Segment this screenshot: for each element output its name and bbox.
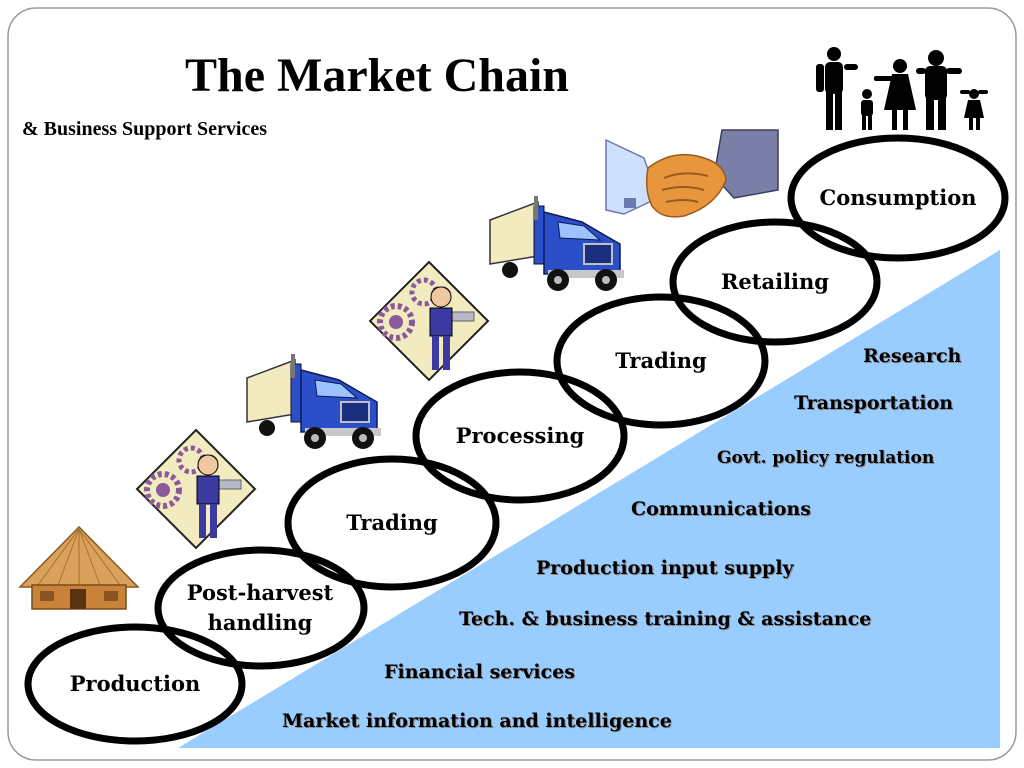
stage-production: Production — [69, 671, 201, 696]
ring-retailing — [669, 218, 881, 346]
service-communications: Communications — [631, 498, 811, 520]
worker-gears-icon — [368, 260, 490, 382]
service-transportation: Transportation — [794, 392, 954, 414]
stage-post-harvest-line1: Post-harvest — [186, 580, 334, 605]
ring-trading-1 — [284, 455, 500, 591]
stage-post-harvest-line2: handling — [207, 610, 313, 635]
stage-trading-1: Trading — [346, 510, 438, 535]
ring-post-harvest — [154, 546, 368, 670]
ring-production — [24, 623, 246, 745]
ring-consumption — [787, 134, 1009, 262]
stage-retailing: Retailing — [720, 269, 829, 294]
service-research: Research — [863, 345, 962, 367]
ring-processing — [412, 368, 628, 504]
ring-trading-2 — [553, 293, 769, 429]
stage-post-harvest: Post-harvest handling — [150, 578, 370, 638]
handshake-icon — [605, 129, 779, 218]
service-govt-policy: Govt. policy regulation — [717, 448, 935, 468]
hut-icon — [18, 525, 140, 610]
truck-icon — [489, 196, 624, 291]
stage-processing: Processing — [455, 423, 585, 448]
slide-border — [7, 7, 1017, 761]
page-subtitle: & Business Support Services — [22, 118, 268, 140]
service-financial: Financial services — [384, 661, 575, 683]
stage-consumption: Consumption — [819, 185, 977, 210]
service-market-info: Market information and intelligence — [282, 710, 672, 732]
service-production-input: Production input supply — [536, 557, 794, 579]
family-icon — [816, 47, 988, 130]
truck-icon — [246, 354, 381, 449]
service-training: Tech. & business training & assistance — [459, 608, 872, 630]
worker-gears-icon — [135, 428, 257, 550]
stage-trading-2: Trading — [615, 348, 707, 373]
page-title: The Market Chain — [185, 49, 569, 102]
